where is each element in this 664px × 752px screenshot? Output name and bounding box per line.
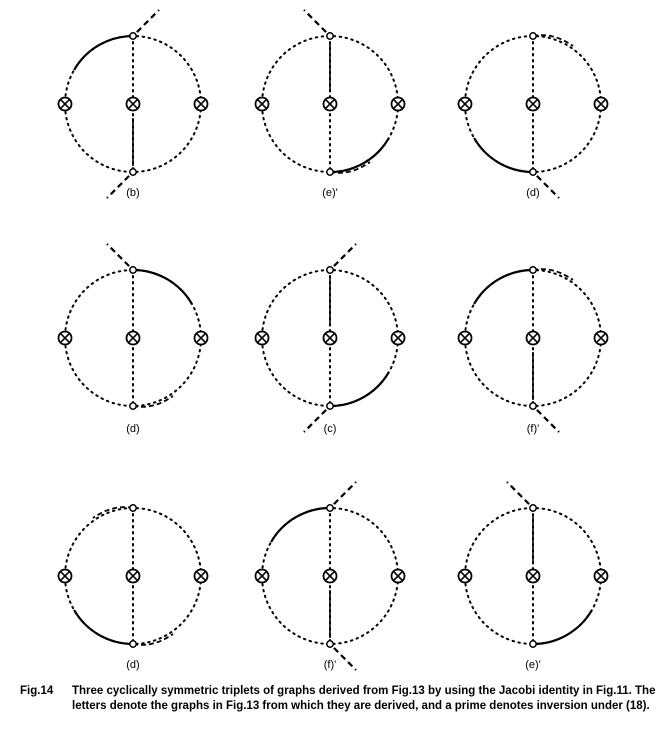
node-cross <box>528 571 538 581</box>
panel-label: (e)' <box>322 187 338 199</box>
graph-panel: (e)' <box>457 481 609 671</box>
vertex-node <box>326 266 334 274</box>
vertex-node <box>529 266 537 274</box>
graph-panel: (c) <box>254 243 406 435</box>
node-cross <box>128 333 138 343</box>
graph-panel: (d) <box>57 504 209 671</box>
external-leg <box>136 9 160 33</box>
node-cross <box>325 571 335 581</box>
solid-arc <box>73 609 134 646</box>
vertex-node <box>326 168 334 176</box>
vertex-node <box>529 32 537 40</box>
node-cross <box>196 571 206 581</box>
node-cross <box>460 571 470 581</box>
node-cross <box>393 571 403 581</box>
node-cross <box>257 99 267 109</box>
vertex-node <box>129 266 137 274</box>
external-leg <box>506 481 530 505</box>
caption-text: Three cyclically symmetric triplets of g… <box>72 685 656 712</box>
vertex-node <box>129 168 137 176</box>
graph-panel: (e)' <box>254 9 406 199</box>
external-leg <box>303 9 327 33</box>
panel-label: (d) <box>526 187 539 199</box>
node-cross <box>460 99 470 109</box>
node-cross <box>128 571 138 581</box>
node-cross <box>257 333 267 343</box>
caption-number: Fig.14 <box>20 685 54 697</box>
panel-label: (b) <box>126 187 139 199</box>
node-cross <box>196 99 206 109</box>
graph-panel: (f)' <box>254 481 406 671</box>
vertex-node <box>129 504 137 512</box>
external-leg <box>106 175 130 199</box>
node-cross <box>596 333 606 343</box>
panel-label: (f)' <box>324 659 336 671</box>
node-cross <box>528 99 538 109</box>
vertex-node <box>326 504 334 512</box>
vertex-node <box>326 32 334 40</box>
external-leg <box>303 409 327 433</box>
figure-14: (b) (e)' (d) (d) (c) (f)' (d) (f)' (e)' <box>57 9 609 671</box>
vertex-node <box>326 402 334 410</box>
node-cross <box>325 333 335 343</box>
external-leg <box>333 243 357 267</box>
solid-arc <box>473 137 534 174</box>
node-cross <box>596 99 606 109</box>
graph-panel: (d) <box>57 243 209 435</box>
panel-label: (d) <box>126 423 139 435</box>
vertex-node <box>129 640 137 648</box>
solid-arc <box>73 34 134 71</box>
vertex-node <box>129 32 137 40</box>
solid-arc <box>329 137 390 174</box>
vertex-node <box>529 402 537 410</box>
external-leg <box>333 647 357 671</box>
node-cross <box>393 99 403 109</box>
node-cross <box>128 99 138 109</box>
panel-label: (e)' <box>525 659 541 671</box>
external-leg <box>333 481 357 505</box>
external-leg <box>536 409 560 433</box>
node-cross <box>596 571 606 581</box>
panel-label: (d) <box>126 659 139 671</box>
solid-arc <box>270 506 331 543</box>
solid-arc <box>132 268 193 305</box>
node-cross <box>528 333 538 343</box>
graph-panel: (d) <box>457 32 609 199</box>
node-cross <box>60 99 70 109</box>
vertex-node <box>529 504 537 512</box>
vertex-node <box>529 640 537 648</box>
node-cross <box>60 333 70 343</box>
node-cross <box>460 333 470 343</box>
external-leg <box>106 243 130 267</box>
graph-panel: (b) <box>57 9 209 199</box>
solid-arc <box>329 371 390 408</box>
vertex-node <box>129 402 137 410</box>
node-cross <box>60 571 70 581</box>
node-cross <box>325 99 335 109</box>
figure-caption: Fig.14 Three cyclically symmetric triple… <box>20 684 660 714</box>
panel-label: (c) <box>324 423 337 435</box>
solid-arc <box>532 609 593 646</box>
node-cross <box>393 333 403 343</box>
node-cross <box>257 571 267 581</box>
panel-label: (f)' <box>527 423 539 435</box>
solid-arc <box>473 268 534 305</box>
vertex-node <box>326 640 334 648</box>
graph-panel: (f)' <box>457 266 609 435</box>
node-cross <box>196 333 206 343</box>
vertex-node <box>529 168 537 176</box>
external-leg <box>536 175 560 199</box>
